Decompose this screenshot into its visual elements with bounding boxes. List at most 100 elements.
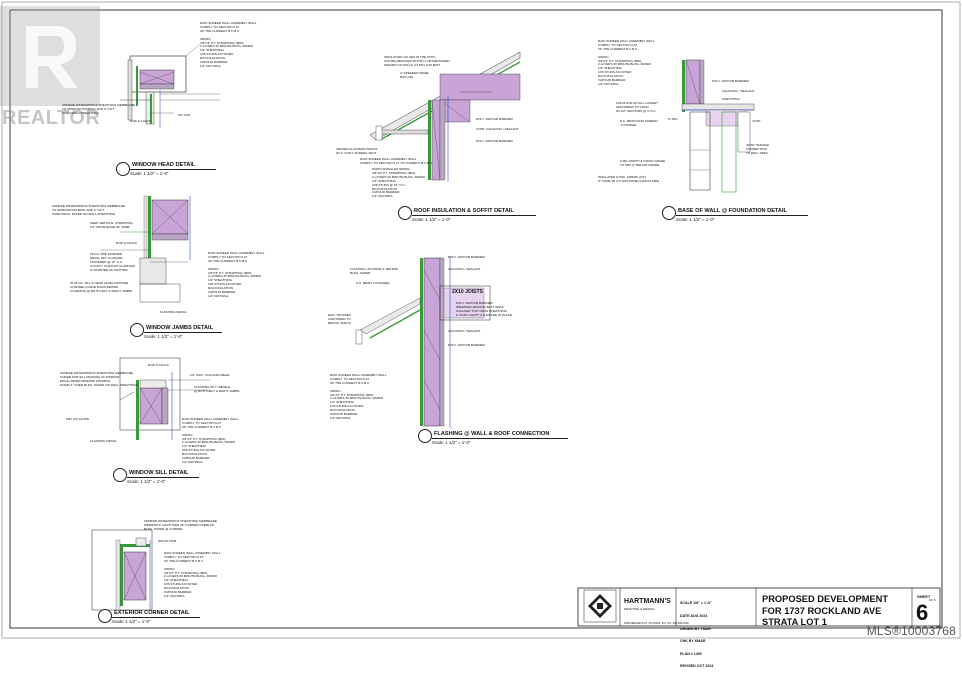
roof-insulation-scale: Scale: 1 1/2" = 1'-0": [412, 217, 451, 222]
meta-plan-number: PLAN # 1450: [680, 651, 702, 656]
flashing-wall-roof-note-poly2: POLY. VAPOUR BARRIER: [448, 343, 485, 347]
base-of-wall-drawing: [681, 59, 755, 193]
base-of-wall-underline: [676, 215, 808, 216]
project-line-1: PROPOSED DEVELOPMENT: [762, 594, 889, 604]
window-sill-underline: [127, 477, 199, 478]
flashing-wall-roof-note-trusses: ENG. TRUSSES ANCHORED TO BRACE. SPECS: [328, 313, 351, 325]
window-jambs-title: WINDOW JAMBS DETAIL: [146, 325, 214, 331]
firm-address: 2590 MEDFIELD PL VICTORIA, B.C. PH. 250-…: [624, 622, 689, 625]
window-head-note-min: 3/4" MIN: [178, 113, 190, 117]
window-sill-note-caulk: ROD & CAULK: [148, 363, 169, 367]
base-of-wall-note-poly: POLY. VAPOUR BARRIER: [712, 79, 749, 83]
roof-insulation-note-sealant: CONT. CAULKING / SEALANT: [476, 127, 519, 131]
base-of-wall-note-sheathing: SHEATHING: [722, 97, 740, 101]
base-of-wall-scale: Scale: 1 1/2" = 1'-0": [676, 217, 715, 222]
sheet-border: [9, 9, 943, 629]
drawing-sheet: [1, 1, 961, 639]
sheet-number: 6: [916, 600, 929, 625]
window-sill-note-flashing: FLASHING DETAIL: [90, 439, 117, 443]
meta-revised: REVISED OCT 2024: [680, 664, 714, 669]
titleblock-meta: SCALE 1/8" = 1'-0" DATE AUG 2024 DRAWN B…: [680, 593, 713, 673]
window-jambs-note-sill: IN 26 GA. SILL & HEAD LEVEL PROVIDE CHAN…: [70, 281, 133, 293]
flashing-wall-roof-drawing: [355, 256, 491, 428]
window-jambs-marker: [130, 323, 144, 337]
base-of-wall-note-jchannel: S.S. MESH RAIN SCREEN J CHANNEL: [620, 119, 658, 127]
window-sill-note-membrane: ADHERE WATERPROOF SHEATHING MEMBRANE UND…: [60, 371, 138, 387]
window-head-scale: Scale: 1 1/2" = 1'-0": [130, 171, 169, 176]
roof-insulation-note-attic: INSULATION VALUES IN THE ATTIC CAN BE RE…: [384, 55, 450, 67]
exterior-corner-marker: [98, 609, 112, 623]
window-jambs-note-metal: 26 GA. PRE FINISHED METAL Z&Y CLOSURE FA…: [90, 252, 136, 272]
window-head-title: WINDOW HEAD DETAIL: [132, 162, 196, 168]
sheet-label: SHEET: [917, 594, 931, 599]
window-sill-title: WINDOW SILL DETAIL: [129, 470, 189, 476]
base-of-wall-marker: [662, 206, 676, 220]
project-line-3: STRATA LOT 1: [762, 617, 827, 627]
roof-insulation-note-siding: HARDI SHINGLED SIDING 3/4"X3" P.T. STRAP…: [372, 167, 425, 199]
roof-insulation-marker: [398, 206, 412, 220]
base-of-wall-note-min: 6" MIN: [668, 117, 678, 121]
base-of-wall-title: BASE OF WALL @ FOUNDATION DETAIL: [678, 208, 787, 214]
window-head-note-caulk: ROD & CAULK: [130, 119, 151, 123]
flashing-wall-roof-note-caulk2: CAULKING / SEALANT: [448, 329, 481, 333]
exterior-corner-underline: [112, 617, 200, 618]
realtor-wordmark: REALTOR: [2, 107, 101, 129]
window-head-marker: [116, 162, 130, 176]
flashing-wall-roof-scale: Scale: 1 1/2" = 1'-0": [432, 440, 471, 445]
exterior-corner-scale: Scale: 1 1/2" = 1'-0": [112, 619, 151, 624]
exterior-corner-note-trim: WOOD TRIM: [158, 539, 177, 543]
flashing-wall-roof-note-joists: 2X10 JOISTS: [452, 289, 483, 295]
exterior-corner-note-membrane: ADHERE WATERPROOF SHEATHING MEMBRANE MIN…: [144, 519, 217, 531]
base-of-wall-note-wall: RAIN SCREEN WALL ASSEMBLY WALL COMPLY TO…: [598, 39, 655, 86]
roof-insulation-underline: [412, 215, 536, 216]
titleblock: [577, 587, 941, 627]
flashing-wall-roof-note-poly1: POLY. VAPOUR BARRIER: [448, 255, 485, 259]
project-title: PROPOSED DEVELOPMENT FOR 1737 ROCKLAND A…: [762, 594, 888, 629]
window-sill-marker: [113, 468, 127, 482]
flashing-wall-roof-note-poly-wrap: POLY. VAPOUR BARRIER WRAPPED AROUND BATT…: [456, 301, 512, 317]
window-jambs-note-caulk: ROD & CAULK: [116, 241, 137, 245]
roof-insulation-title: ROOF INSULATION & SOFFIT DETAIL: [414, 208, 514, 214]
meta-date: DATE AUG 2024: [680, 614, 708, 619]
window-sill-note-wall: RAIN SCREEN WALL ASSEMBLY WALL COMPLY TO…: [182, 417, 239, 464]
flashing-wall-roof-note-upstand: FLASHING UP STAND 4" BEHIND BLDG. PAPER: [350, 267, 398, 275]
realtor-logo-icon: [0, 6, 100, 106]
roof-insulation-note-poly2: POLY. VAPOUR BARRIER: [476, 139, 513, 143]
flashing-wall-roof-title: FLASHING @ WALL & ROOF CONNECTION: [434, 431, 550, 437]
window-jambs-note-flashing: FLASHING DETAIL: [160, 310, 187, 314]
window-head-underline: [130, 169, 216, 170]
firm-logo: [583, 589, 617, 623]
window-jambs-underline: [144, 332, 222, 333]
base-of-wall-note-plate: 2X6 PLATE ON SILL GASKET ANCHORED TO CON…: [616, 101, 658, 113]
window-sill-note-slope: MIN. 6% SLOPE: [66, 417, 90, 421]
roof-insulation-note-poly1: POLY. VAPOUR BARRIER: [476, 117, 513, 121]
window-sill-note-bead: 1/4" MAX. CAULKING BEAD: [190, 373, 230, 377]
exterior-corner-title: EXTERIOR CORNER DETAIL: [114, 610, 190, 616]
window-jambs-note-wall: RAIN SCREEN WALL ASSEMBLY WALL COMPLY TO…: [208, 251, 265, 298]
window-jambs-note-membrane: ADHERE WATERPROOF SHEATHING MEMBRANE TO …: [52, 204, 125, 216]
meta-drawn-by: DRAWN BY TMAR: [680, 626, 711, 631]
window-jambs-scale: Scale: 1 1/2" = 1'-0": [144, 334, 183, 339]
window-jambs-note-strapping: KEEP VERTICAL STRAPPING 1/2" FROM EDGE O…: [90, 221, 133, 229]
base-of-wall-note-grade: 6 MIL NORTH & FINISH GRADE TO MIN. 8" BE…: [620, 159, 666, 167]
exterior-corner-note-wall: RAIN SCREEN WALL ASSEMBLY WALL COMPLY TO…: [164, 551, 221, 598]
base-of-wall-note-icf: INSULATED CONC. FORMS (ICF) 8" CORE W/ 2…: [598, 175, 659, 183]
meta-scale: SCALE 1/8" = 1'-0": [680, 601, 712, 606]
firm-subtitle: DRAFTING & DESIGN: [624, 607, 655, 611]
firm-name: HARTMANN'S: [624, 598, 671, 605]
mls-number: MLS®10003768: [866, 624, 956, 638]
roof-insulation-note-panel: 4" SPEEDER PANEL R26 LISE: [400, 71, 430, 79]
window-sill-drawing: [119, 357, 210, 440]
flashing-wall-roof-note-wall: RAIN SCREEN WALL ASSEMBLY WALL COMPLY TO…: [330, 373, 387, 420]
flashing-wall-roof-marker: [418, 429, 432, 443]
base-of-wall-note-caulk: CAULKING / SEALANT: [722, 89, 755, 93]
window-jambs-drawing: [100, 195, 191, 303]
window-sill-note-reveal: FLASHING W/ 1" REVEAL @ BOTH LEFT & RIGH…: [194, 385, 240, 393]
exterior-corner-drawing: [91, 529, 153, 611]
sheet-of: OF 6: [929, 598, 936, 602]
base-of-wall-note-hanger: JOIST HANGER CONNECTION TO ENG. SPEC.: [746, 143, 769, 155]
window-head-note-membrane: ADHERE WATERPROOF SHEATHING MEMBRANE TO …: [62, 103, 135, 115]
roof-insulation-drawing: [369, 51, 521, 182]
window-sill-scale: Scale: 1 1/2" = 1'-0": [127, 479, 166, 484]
flashing-wall-roof-note-jchannel: S.S. MESH J-CHANNEL: [356, 281, 390, 285]
